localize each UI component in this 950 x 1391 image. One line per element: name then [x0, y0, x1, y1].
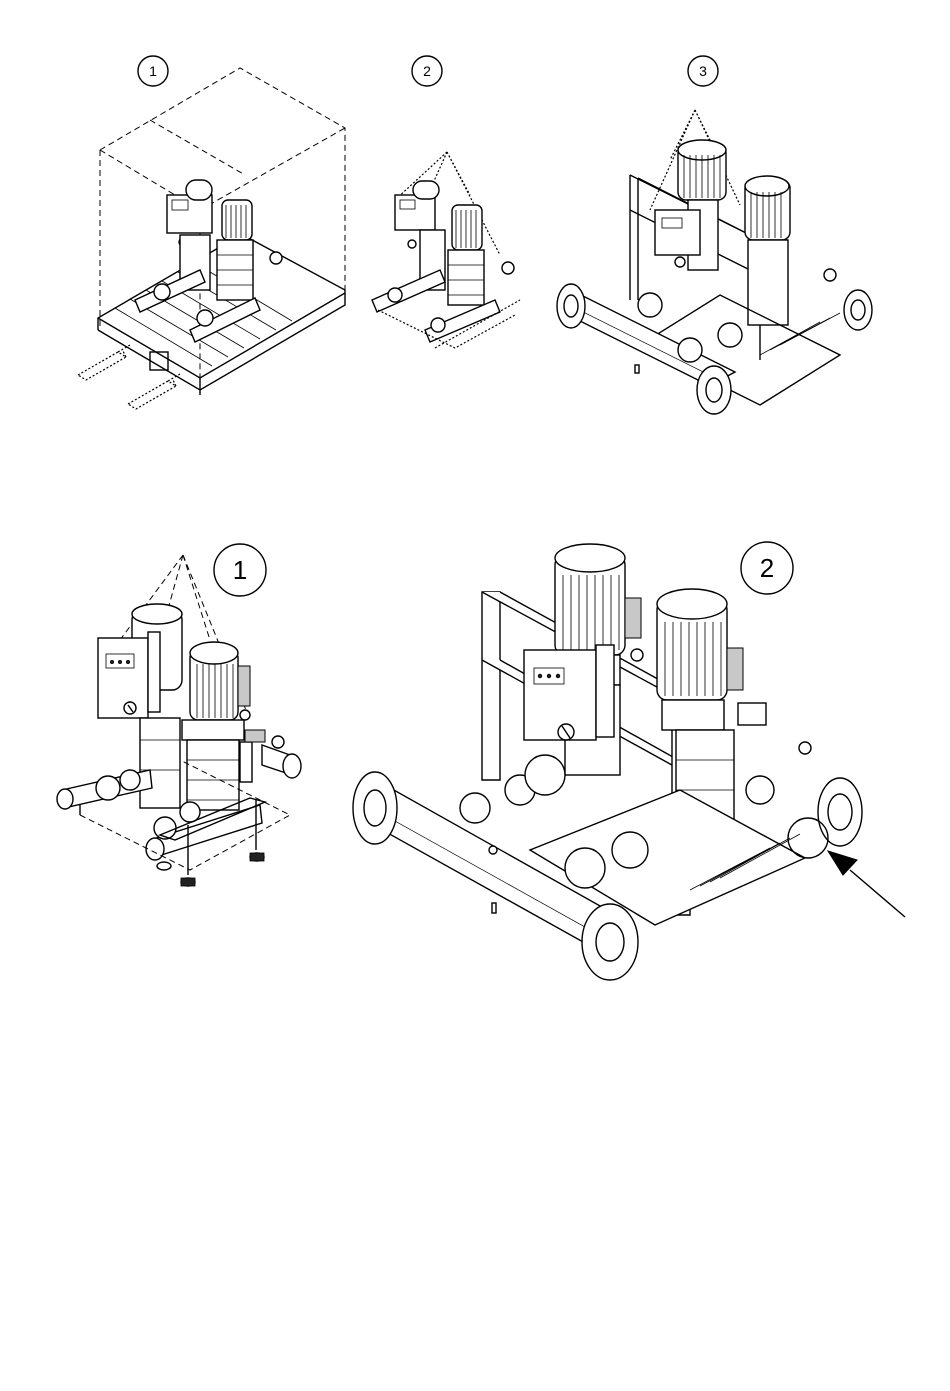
lifting-slings-figure: [372, 152, 520, 348]
step-marker-top-1: 1: [138, 56, 168, 86]
step-label-top-3: 3: [699, 63, 707, 79]
arrow-icon: [828, 851, 905, 917]
step-label-top-2: 2: [423, 63, 431, 79]
pump-unit-feet-figure: [57, 555, 301, 886]
detail-circle-icon: [788, 818, 828, 858]
step-marker-top-3: 3: [688, 56, 718, 86]
assembled-unit-figure: [353, 544, 905, 980]
crated-pump-unit-figure: [78, 68, 345, 409]
step-label-bottom-1: 1: [233, 555, 247, 585]
step-label-top-1: 1: [149, 63, 157, 79]
lifting-unit-figure: [557, 110, 872, 414]
step-marker-bottom-1: 1: [214, 544, 266, 596]
step-label-bottom-2: 2: [760, 553, 774, 583]
step-marker-top-2: 2: [412, 56, 442, 86]
step-marker-bottom-2: 2: [741, 542, 793, 594]
